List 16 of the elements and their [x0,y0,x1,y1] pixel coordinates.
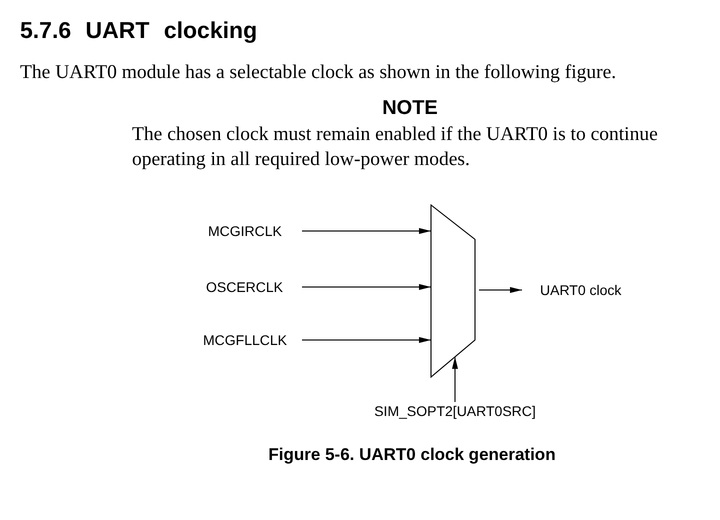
arrow [302,228,432,234]
note-text: The chosen clock must remain enabled if the UART0 is to continue operating in all required low-power modes. [132,123,659,172]
signal-label: UART0 clock [524,281,634,299]
arrow [478,287,522,293]
figure-caption: Figure 5-6. UART0 clock generation [267,445,557,465]
signal-label: MCGFLLCLK [203,331,298,349]
signal-label: MCGIRCLK [208,222,298,240]
signal-label: SIM_SOPT2[UART0SRC] [365,402,545,420]
multiplexer-trapezoid [431,205,475,377]
arrow [302,337,432,343]
note-heading: NOTE [381,96,439,121]
section-heading: 5.7.6 UART clocking [20,17,258,44]
arrow [302,284,432,290]
body-paragraph: The UART0 module has a selectable clock as shown in the following figure. [20,61,618,85]
arrow [452,356,458,402]
signal-label: OSCERCLK [206,278,298,296]
